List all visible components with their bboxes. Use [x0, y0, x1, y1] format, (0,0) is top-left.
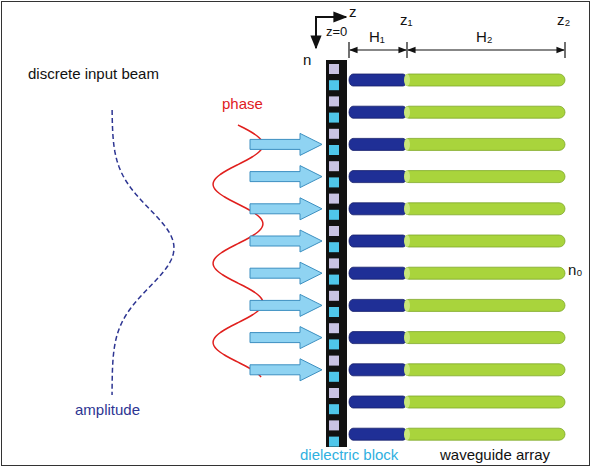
dimension-label: H₁ [369, 29, 385, 46]
dielectric-cell [329, 420, 339, 430]
waveguide [349, 364, 565, 376]
index-label: n₀ [568, 262, 583, 279]
dielectric-cell [329, 161, 339, 171]
dielectric-cell [329, 275, 339, 285]
dielectric-cell [329, 145, 339, 155]
input-arrow [250, 327, 322, 349]
input-arrow [250, 359, 322, 381]
amplitude-label: amplitude [75, 402, 140, 419]
dielectric-cell [329, 437, 339, 447]
dielectric-cell [329, 242, 339, 252]
waveguide [349, 106, 565, 118]
axis-label: z [349, 4, 357, 21]
dielectric-cell [329, 129, 339, 139]
input-arrow [250, 166, 322, 188]
waveguide [349, 74, 565, 86]
position-label: z=0 [326, 25, 347, 39]
z-axis [316, 16, 346, 18]
waveguide [349, 428, 565, 440]
dielectric-cell [329, 339, 339, 349]
waveguide [349, 203, 565, 215]
dielectric-cell [329, 210, 339, 220]
dielectric-cell [329, 226, 339, 236]
input-arrow [250, 230, 322, 252]
waveguide [349, 235, 565, 247]
dielectric-cell [329, 307, 339, 317]
dielectric-cell [329, 404, 339, 414]
dielectric-cell [329, 177, 339, 187]
waveguide [349, 332, 565, 344]
dielectric-cell [329, 80, 339, 90]
n-axis [315, 16, 317, 48]
input-arrow [250, 198, 322, 220]
dielectric-cell [329, 323, 339, 333]
beam-label: discrete input beam [28, 66, 159, 83]
dielectric-cell [329, 258, 339, 268]
dielectric-cell [329, 96, 339, 106]
input-arrow [250, 294, 322, 316]
dimension-label: H₂ [476, 29, 493, 46]
axis-label: n [303, 52, 311, 69]
component-label: dielectric block [300, 447, 398, 464]
dielectric-cell [329, 356, 339, 366]
position-label: z₁ [400, 12, 413, 29]
position-label: z₂ [557, 12, 570, 29]
input-arrow [250, 262, 322, 284]
waveguide [349, 396, 565, 408]
input-arrow [250, 133, 322, 155]
amplitude-curve [112, 110, 174, 395]
waveguide [349, 138, 565, 150]
dielectric-cell [329, 388, 339, 398]
dielectric-cell [329, 291, 339, 301]
component-label: waveguide array [440, 447, 550, 464]
dielectric-cell [329, 372, 339, 382]
dielectric-cell [329, 194, 339, 204]
waveguide [349, 267, 565, 279]
dielectric-cell [329, 113, 339, 123]
dielectric-cell [329, 64, 339, 74]
dielectric-block [326, 60, 347, 447]
phase-label: phase [222, 96, 263, 113]
waveguide [349, 299, 565, 311]
waveguide [349, 171, 565, 183]
